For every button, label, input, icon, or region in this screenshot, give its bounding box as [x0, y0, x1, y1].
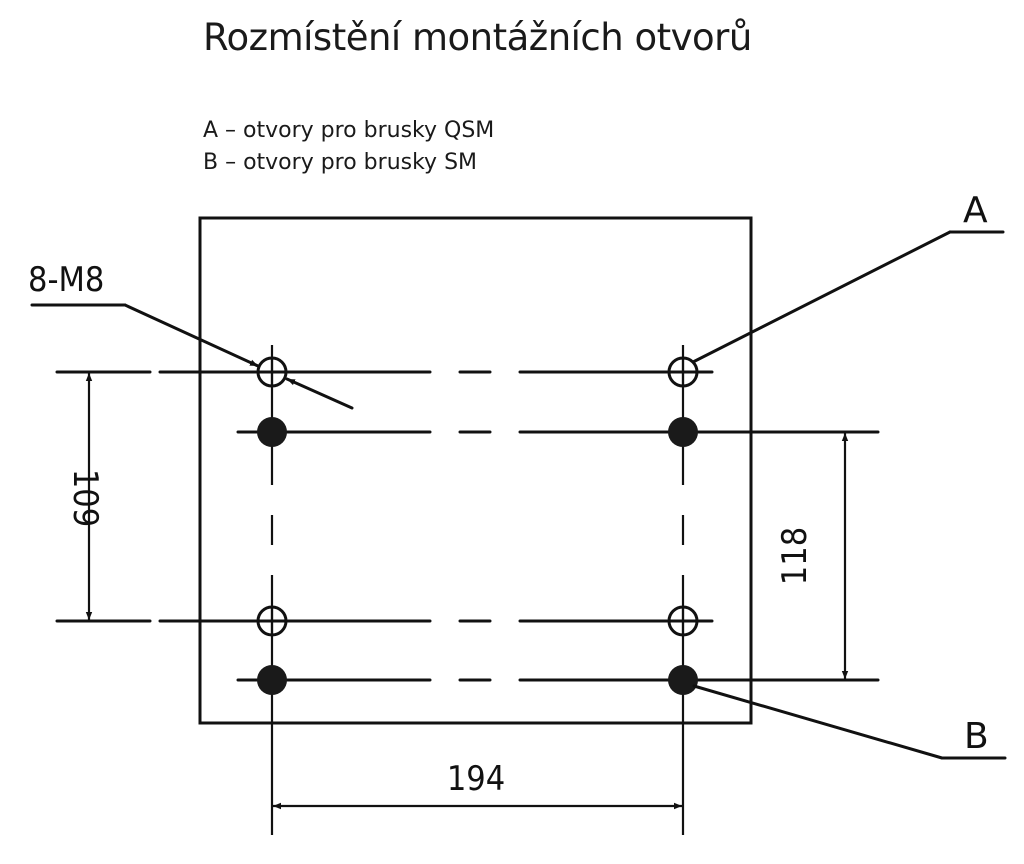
leader-a [691, 230, 1005, 364]
legend-item-a: A – otvory pro brusky QSM [203, 118, 495, 143]
legend-item-b: B – otvory pro brusky SM [203, 150, 478, 175]
hole-a-bottom-right [667, 605, 699, 637]
plate-outline [198, 216, 753, 725]
hole-a-top-right [667, 356, 699, 388]
dimension-109-label: 109 [65, 469, 105, 527]
hole-b-bottom-right [668, 665, 698, 695]
dimension-118-label: 118 [775, 527, 815, 585]
tag-a: A [963, 190, 988, 231]
hole-a-bottom-left [256, 605, 288, 637]
thread-callout-leader [30, 303, 354, 410]
hole-b-top-left [257, 417, 287, 447]
hole-b-bottom-left [257, 665, 287, 695]
page-title: Rozmístění montážních otvorů [203, 16, 752, 59]
legend: A – otvory pro brusky QSM B – otvory pro… [203, 115, 494, 179]
hole-b-top-right [668, 417, 698, 447]
hole-a-top-left [256, 356, 288, 388]
leader-b [692, 684, 1007, 760]
thread-callout-label: 8-M8 [28, 260, 104, 300]
tag-b: B [964, 716, 989, 757]
dimension-194-label: 194 [447, 759, 505, 799]
